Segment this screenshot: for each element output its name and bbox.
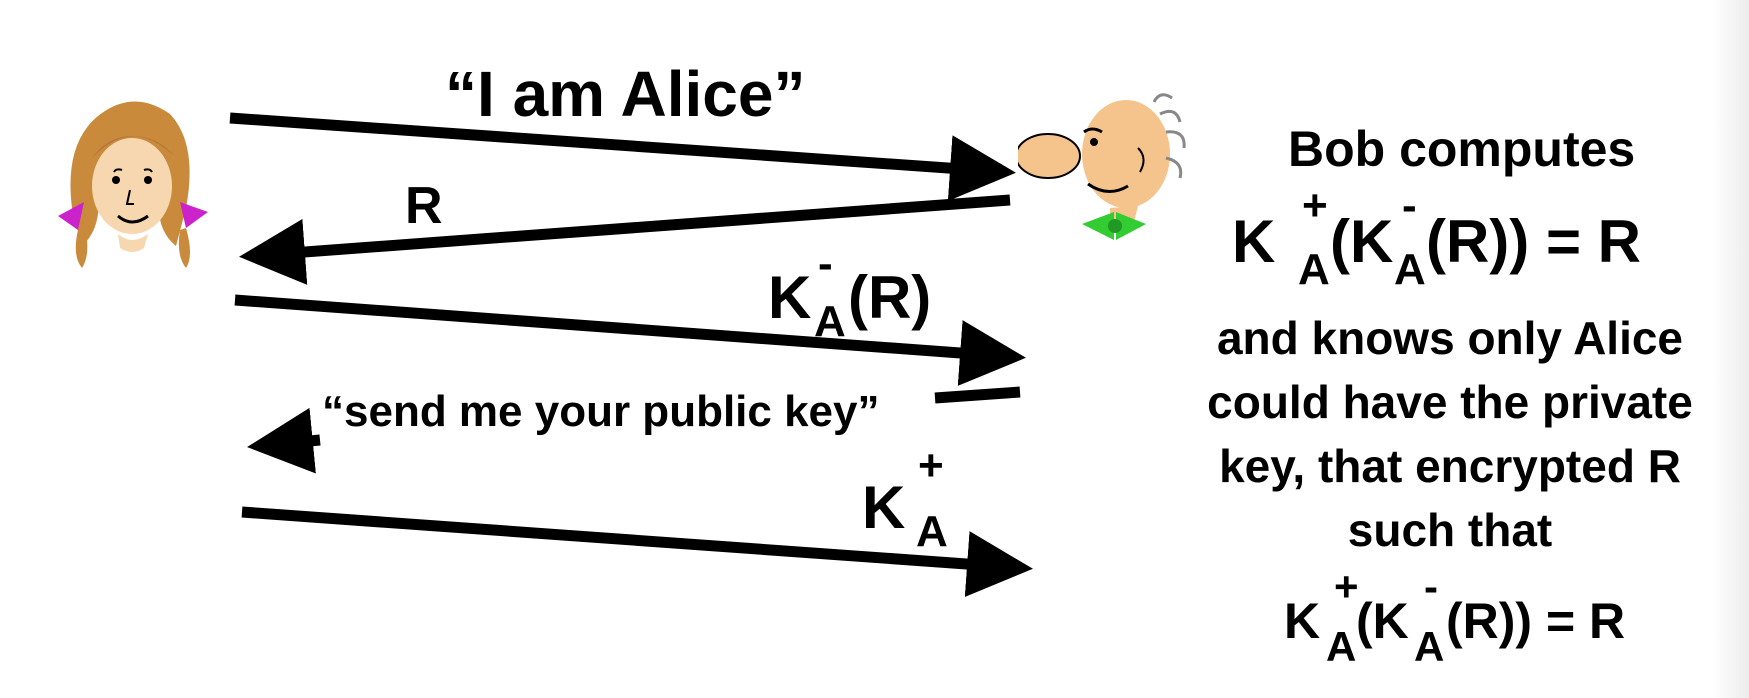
alice-icon [58, 101, 208, 268]
signed-nonce-sup: - [818, 239, 833, 288]
label-nonce-r: R [405, 177, 443, 235]
formula1-sup1: + [1302, 181, 1328, 230]
formula2-sup2: - [1424, 563, 1438, 610]
bob-computes-heading: Bob computes [1288, 121, 1636, 177]
public-key-sub: A [916, 507, 948, 556]
formula1-sub1: A [1298, 245, 1330, 294]
explanation-line-3: key, that encrypted R [1219, 440, 1681, 492]
formula1-mid: (K [1330, 208, 1394, 275]
formula2-k: K [1284, 593, 1321, 649]
explanation-line-1: and knows only Alice [1216, 312, 1684, 364]
arrow-send-key-right-segment [934, 386, 1021, 404]
formula2-sub1: A [1326, 623, 1357, 670]
formula2-end: (R)) = R [1446, 593, 1626, 649]
public-key-sup: + [918, 441, 944, 490]
arrow-public-key [241, 506, 1033, 597]
formula1-sub2: A [1394, 245, 1426, 294]
explanation-line-4: such that [1347, 504, 1553, 556]
formula1-k: K [1232, 208, 1276, 275]
bob-icon [1018, 93, 1186, 240]
signed-nonce-rest: (R) [848, 264, 932, 331]
formula1-sup2: - [1402, 181, 1417, 230]
label-send-public-key: “send me your public key” [318, 390, 884, 434]
formula2-sub2: A [1414, 623, 1445, 670]
explanation-line-2: could have the private [1207, 376, 1693, 428]
signed-nonce-sub: A [814, 297, 846, 346]
arrow-send-key-left-segment [247, 407, 321, 474]
formula1-end: (R)) = R [1426, 208, 1641, 275]
arrow-i-am-alice [229, 112, 1016, 202]
arrow-nonce-r [239, 194, 1011, 285]
right-edge-shade [1712, 0, 1749, 698]
label-i-am-alice: “I am Alice” [445, 58, 806, 130]
formula2-mid: (K [1356, 593, 1409, 649]
signed-nonce-k: K [768, 264, 812, 331]
public-key-k: K [862, 474, 906, 541]
arrow-signed-nonce [234, 294, 1026, 386]
formula2-sup1: + [1334, 563, 1359, 610]
